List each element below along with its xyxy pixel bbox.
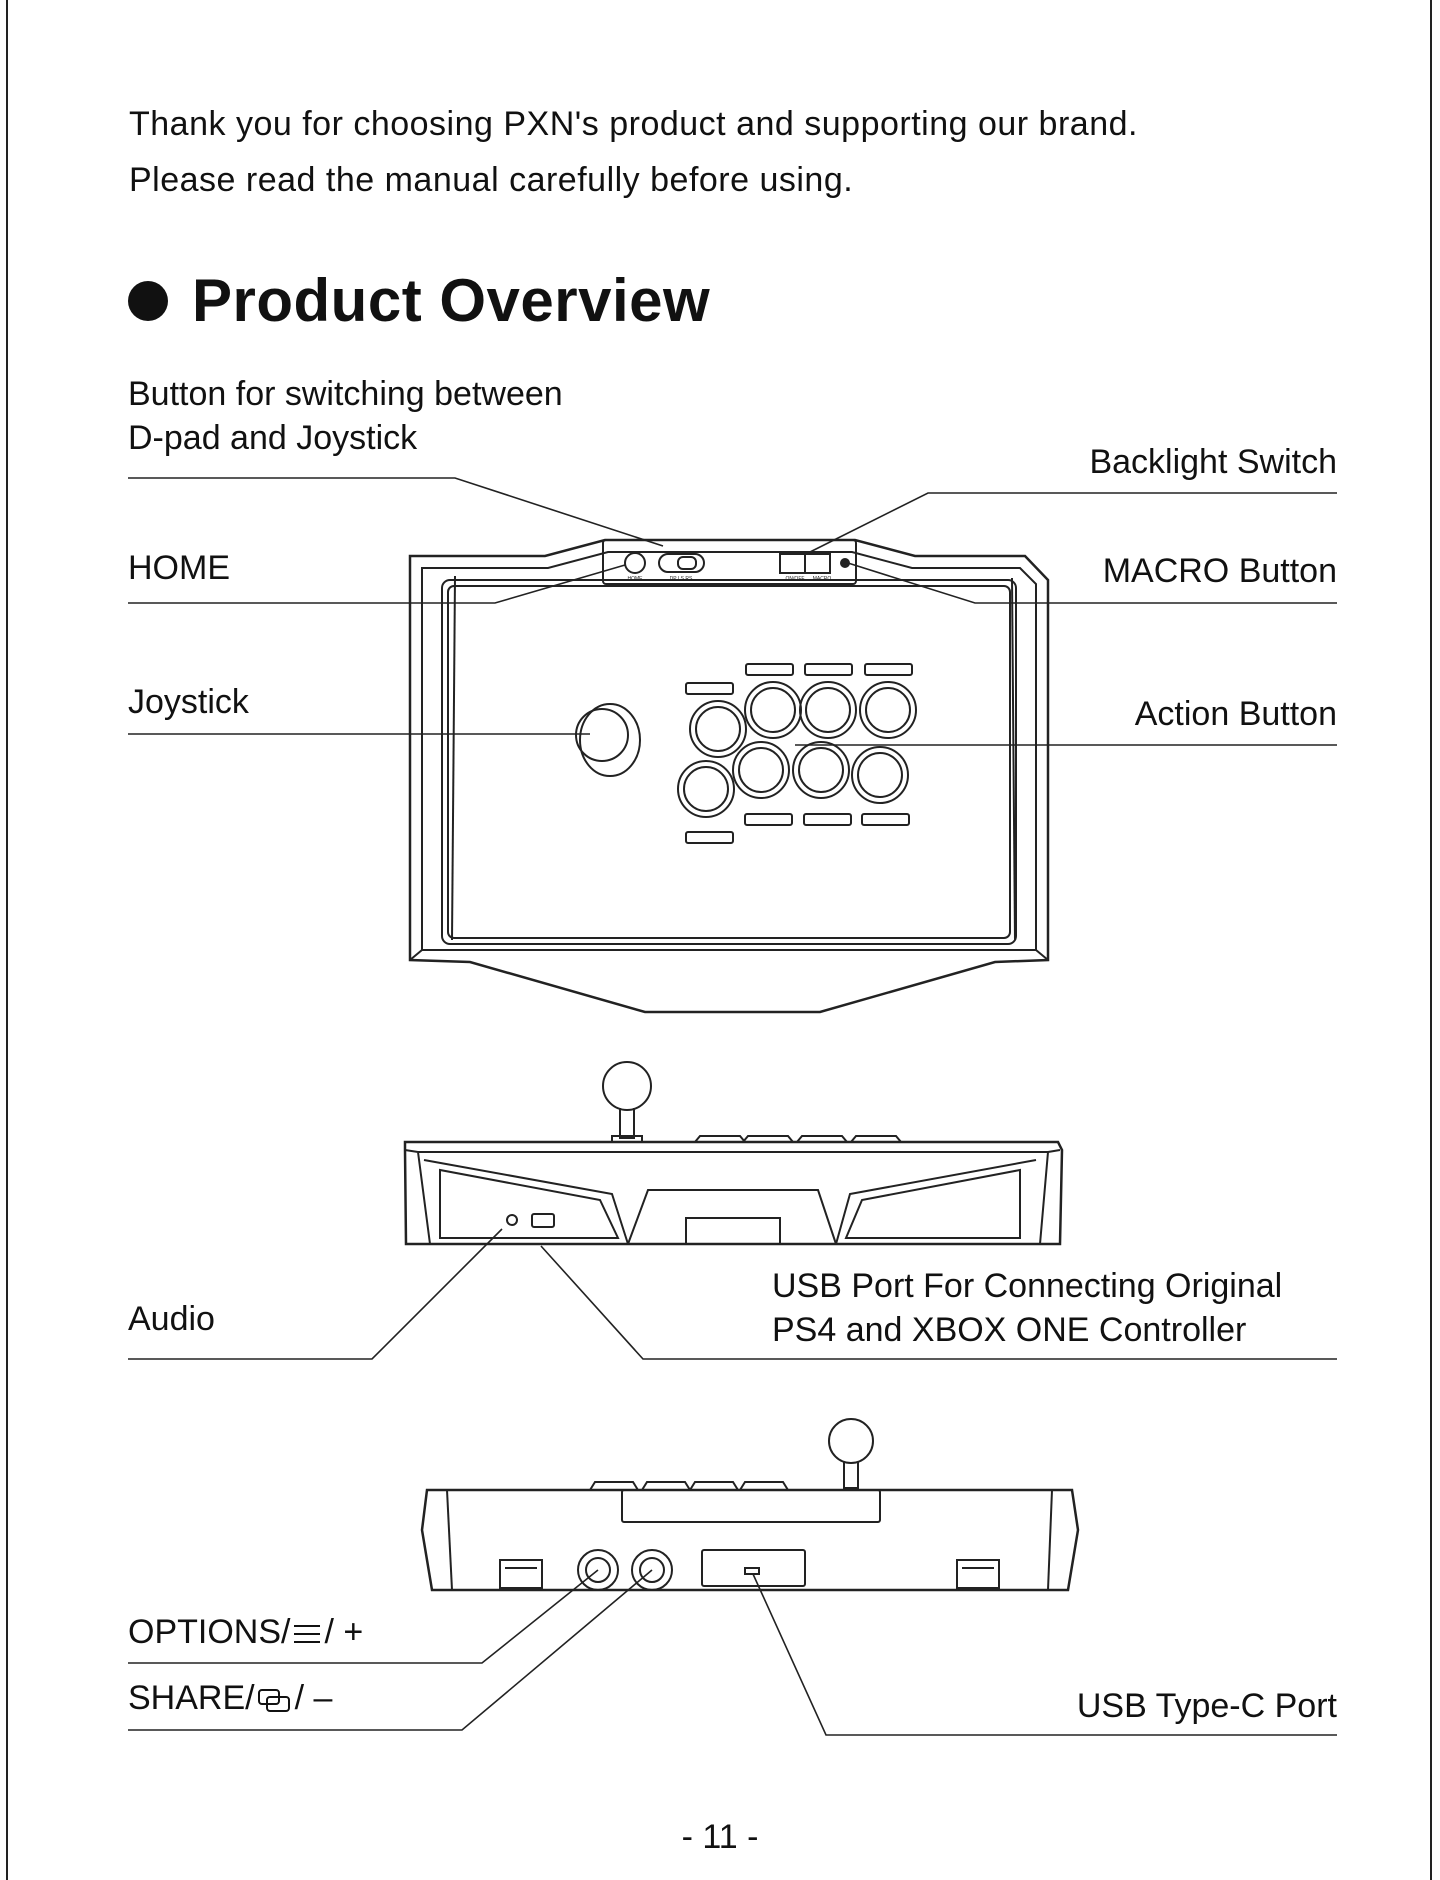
usb-port-label: USB Port For Connecting Original PS4 and… bbox=[772, 1267, 1283, 1349]
share-windows-icon bbox=[257, 1689, 290, 1713]
joystick-label: Joystick bbox=[128, 683, 249, 721]
intro-line-2: Please read the manual carefully before … bbox=[129, 161, 854, 199]
leader-lines bbox=[128, 477, 1337, 1736]
switch-mini-label: DP LS RS bbox=[670, 576, 693, 582]
share-suffix: / – bbox=[294, 1679, 333, 1717]
share-label: SHARE/ / – bbox=[128, 1676, 332, 1720]
options-prefix: OPTIONS/ bbox=[128, 1613, 291, 1651]
action-buttons bbox=[677, 663, 917, 844]
intro-line-1: Thank you for choosing PXN's product and… bbox=[129, 105, 1138, 143]
options-suffix: / + bbox=[324, 1613, 364, 1651]
home-mini-label: HOME bbox=[628, 576, 644, 582]
action-button-label: Action Button bbox=[1134, 695, 1337, 733]
usb-type-c-label: USB Type-C Port bbox=[1076, 1687, 1337, 1725]
hamburger-menu-icon bbox=[294, 1625, 321, 1644]
page-number: - 11 - bbox=[681, 1818, 759, 1856]
bullet-icon bbox=[128, 280, 168, 321]
share-prefix: SHARE/ bbox=[128, 1679, 255, 1717]
section-title: Product Overview bbox=[192, 267, 711, 334]
section-heading: Product Overview bbox=[128, 266, 710, 335]
options-label: OPTIONS/ / + bbox=[128, 1610, 363, 1654]
page-frame bbox=[6, 0, 1432, 1880]
audio-label: Audio bbox=[128, 1300, 215, 1338]
onoff-mini-label: ON/OFF bbox=[786, 576, 805, 582]
macro-button-label: MACRO Button bbox=[1102, 552, 1337, 590]
switch-button-label: Button for switching between D-pad and J… bbox=[128, 375, 563, 457]
top-view: HOME DP LS RS ON/OFF MACRO bbox=[408, 538, 1050, 1014]
backlight-switch-label: Backlight Switch bbox=[1089, 443, 1337, 481]
back-view bbox=[420, 1418, 1080, 1592]
intro-text: Thank you for choosing PXN's product and… bbox=[129, 96, 1138, 208]
home-label: HOME bbox=[128, 549, 230, 587]
front-view bbox=[403, 1061, 1064, 1246]
macro-mini-label: MACRO bbox=[813, 576, 832, 582]
